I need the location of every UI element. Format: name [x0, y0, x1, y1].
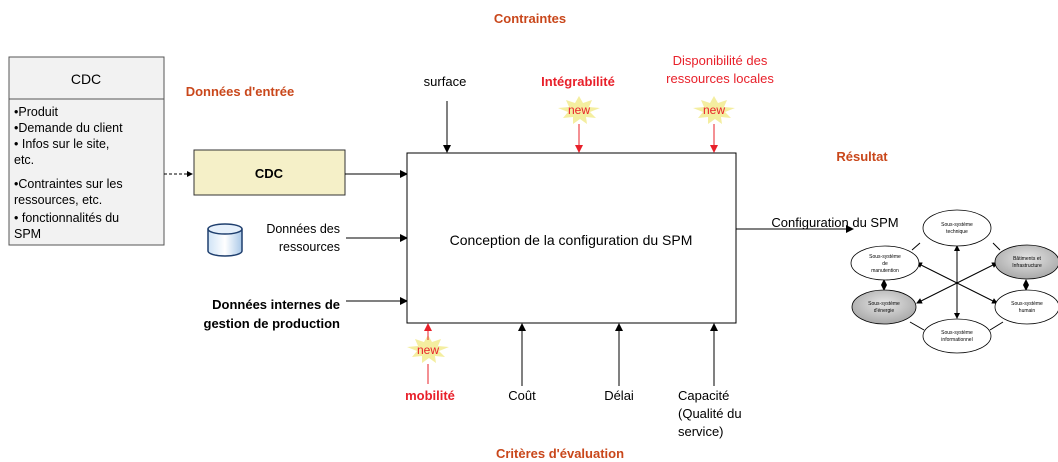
node-batiments-line2: Infrastructure — [1012, 263, 1042, 269]
cdc-line-6: ressources, etc. — [14, 193, 102, 207]
criterion-capacite-line2: (Qualité du — [678, 406, 742, 421]
heading-contraintes: Contraintes — [494, 11, 566, 26]
node-informationnel: Sous-système informationnel — [922, 318, 992, 354]
node-technique-line2: technique — [946, 229, 968, 235]
cdc-line-2: •Demande du client — [14, 121, 123, 135]
cdc-line-8: SPM — [14, 227, 41, 241]
node-technique: Sous-système technique — [922, 209, 992, 247]
cdc-line-1: •Produit — [14, 105, 59, 119]
constraint-integrabilite: Intégrabilité — [541, 74, 615, 89]
subsystem-network: Sous-système technique Sous-système de m… — [850, 209, 1058, 354]
node-energie-line2: d'énergie — [874, 308, 895, 314]
node-energie: Sous-système d'énergie — [851, 289, 917, 325]
new-badge-integrabilite-text: new — [568, 103, 590, 117]
criterion-capacite-line3: service) — [678, 424, 724, 439]
node-manutention-line3: manutention — [871, 268, 899, 274]
constraint-surface: surface — [424, 74, 467, 89]
node-manutention: Sous-système de manutention — [850, 245, 920, 281]
criterion-mobilite: mobilité — [405, 388, 455, 403]
main-process-box: Conception de la configuration du SPM — [406, 152, 737, 324]
donnees-internes-line2: gestion de production — [204, 316, 341, 331]
heading-resultat: Résultat — [836, 149, 888, 164]
node-humain: Sous-système humain — [994, 289, 1058, 325]
constraint-disponibilite-line2: ressources locales — [666, 71, 774, 86]
criterion-delai: Délai — [604, 388, 634, 403]
node-batiments-line1: Bâtiments et — [1013, 256, 1041, 262]
node-humain-line2: humain — [1019, 308, 1036, 314]
node-manutention-line2: de — [882, 261, 888, 267]
cdc-input-label: CDC — [255, 166, 284, 181]
donnees-ressources-line1: Données des — [266, 222, 340, 236]
donnees-internes-line1: Données internes de — [212, 297, 340, 312]
cdc-line-5: •Contraintes sur les — [14, 177, 123, 191]
node-humain-line1: Sous-système — [1011, 301, 1043, 307]
heading-criteres: Critères d'évaluation — [496, 446, 624, 461]
node-informationnel-line1: Sous-système — [941, 330, 973, 336]
cdc-document: CDC •Produit •Demande du client • Infos … — [8, 56, 165, 246]
criterion-capacite-line1: Capacité — [678, 388, 729, 403]
new-badge-integrabilite: new — [558, 96, 600, 124]
new-badge-disponibilite: new — [693, 96, 735, 124]
constraint-disponibilite-line1: Disponibilité des — [673, 53, 768, 68]
new-badge-mobilite-text: new — [417, 343, 439, 357]
cdc-line-3: • Infos sur le site, — [14, 137, 109, 151]
output-label: Configuration du SPM — [771, 215, 898, 230]
node-batiments: Bâtiments et Infrastructure — [994, 244, 1058, 280]
heading-donnees-entree: Données d'entrée — [186, 84, 295, 99]
criterion-cout: Coût — [508, 388, 536, 403]
cdc-document-title: CDC — [71, 71, 101, 87]
donnees-ressources-line2: ressources — [279, 240, 340, 254]
new-badge-disponibilite-text: new — [703, 103, 725, 117]
cdc-line-7: • fonctionnalités du — [14, 211, 119, 225]
node-informationnel-line2: informationnel — [941, 337, 972, 343]
node-manutention-line1: Sous-système — [869, 254, 901, 260]
cdc-input-box: CDC — [193, 149, 346, 196]
main-process-label: Conception de la configuration du SPM — [450, 232, 693, 248]
node-energie-line1: Sous-système — [868, 301, 900, 307]
node-technique-line1: Sous-système — [941, 222, 973, 228]
database-icon — [207, 223, 243, 257]
cdc-line-4: etc. — [14, 153, 34, 167]
new-badge-mobilite: new — [407, 335, 449, 363]
